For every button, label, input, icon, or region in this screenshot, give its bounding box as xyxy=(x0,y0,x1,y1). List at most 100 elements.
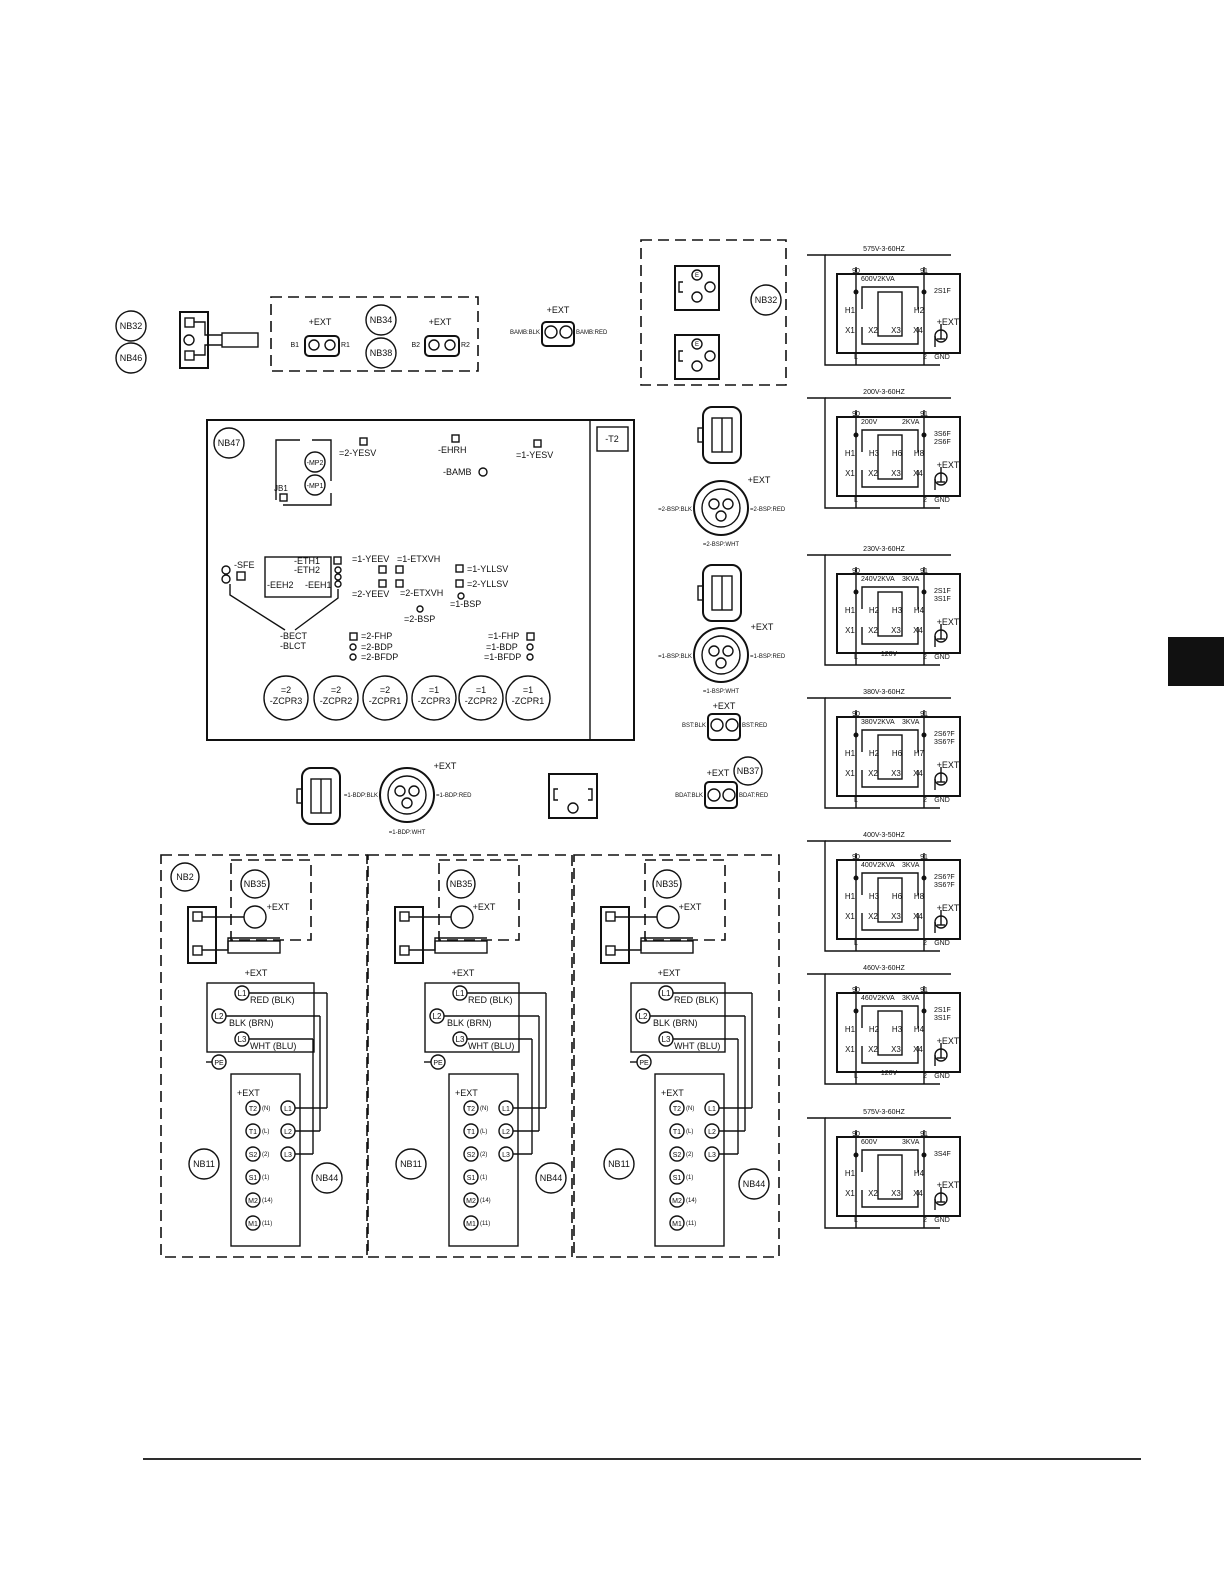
nb34-bubble xyxy=(365,304,397,336)
svg-text:-MP2: -MP2 xyxy=(307,460,324,467)
svg-text:+EXT: +EXT xyxy=(434,761,457,771)
svg-text:+EXT: +EXT xyxy=(245,968,268,978)
transformer-label: X4 xyxy=(913,326,923,335)
svg-text:T1: T1 xyxy=(249,1129,257,1136)
svg-text:NB32: NB32 xyxy=(755,295,778,305)
svg-text:=1-BSP: =1-BSP xyxy=(450,599,481,609)
svg-text:S2: S2 xyxy=(467,1152,476,1159)
transformer-label: H1 xyxy=(845,1025,856,1034)
svg-text:NB2: NB2 xyxy=(176,872,194,882)
compressor-icon xyxy=(458,675,504,721)
transformer-label: 2S6?F xyxy=(934,874,955,881)
transformer-label: H3 xyxy=(892,1025,903,1034)
transformer-label: 90 xyxy=(852,568,860,575)
nb46-label: NB46 xyxy=(120,353,143,363)
svg-text:(1): (1) xyxy=(480,1175,487,1181)
svg-text:NB44: NB44 xyxy=(540,1173,563,1183)
svg-text:=1: =1 xyxy=(476,685,486,695)
transformer-label: 2KVA xyxy=(902,419,920,426)
svg-text:NB35: NB35 xyxy=(656,879,679,889)
svg-text:L3: L3 xyxy=(456,1035,465,1044)
transformer-label: X2 xyxy=(868,769,878,778)
svg-text:+EXT: +EXT xyxy=(429,317,452,327)
svg-text:BAMB:BLK: BAMB:BLK xyxy=(510,330,540,336)
nb32-label: NB32 xyxy=(120,321,143,331)
svg-text:B1: B1 xyxy=(290,342,299,349)
svg-text:L3: L3 xyxy=(502,1152,510,1159)
transformer-label: 2 xyxy=(923,354,927,361)
svg-text:NB44: NB44 xyxy=(316,1173,339,1183)
transformer-label: X4 xyxy=(913,769,923,778)
transformer-label: 2 xyxy=(923,940,927,947)
transformer-label: GND xyxy=(934,497,950,504)
svg-text:(1): (1) xyxy=(262,1175,269,1181)
transformer-label: H2 xyxy=(869,749,880,758)
transformer-label: H4 xyxy=(914,1025,925,1034)
transformer-label: 2S6F xyxy=(934,439,951,446)
transformer-label: +EXT xyxy=(937,317,960,327)
svg-text:+EXT: +EXT xyxy=(713,701,736,711)
transformer-label: H1 xyxy=(845,449,856,458)
svg-text:+EXT: +EXT xyxy=(237,1088,260,1098)
fan-section-2: NB35 +EXT +EXT L1 RED (BLK) L2 BLK (BRN)… xyxy=(367,854,573,1258)
transformer-label: X3 xyxy=(891,326,901,335)
svg-text:-ZCPR3: -ZCPR3 xyxy=(418,696,451,706)
transformer-label: 2 xyxy=(923,1073,927,1080)
svg-text:NB11: NB11 xyxy=(193,1159,215,1169)
svg-text:-EEH1: -EEH1 xyxy=(305,580,332,590)
transformer-label: 200V-3-60HZ xyxy=(863,389,905,396)
svg-text:(N): (N) xyxy=(262,1106,270,1112)
transformer-label: 2S6?F xyxy=(934,731,955,738)
transformer-label: +EXT xyxy=(937,903,960,913)
transformer-label: X1 xyxy=(845,1189,855,1198)
transformer-label: 3KVA xyxy=(902,719,920,726)
transformer-label: H8 xyxy=(914,449,925,458)
middle-right-connectors: +EXT =2-BSP:BLK =2-BSP:RED =2-BSP:WHT +E… xyxy=(658,406,786,809)
transformer-label: 2S1F xyxy=(934,588,951,595)
svg-text:+EXT: +EXT xyxy=(452,968,475,978)
transformer-label: X2 xyxy=(868,1045,878,1054)
transformer-label: 2 xyxy=(923,797,927,804)
top-left-sensor: NB32 NB46 xyxy=(115,310,259,374)
svg-text:L2: L2 xyxy=(502,1129,510,1136)
transformer-label: X1 xyxy=(845,1045,855,1054)
svg-text:+EXT: +EXT xyxy=(748,475,771,485)
svg-text:-ZCPR1: -ZCPR1 xyxy=(369,696,402,706)
svg-text:M2: M2 xyxy=(672,1198,682,1205)
transformer-label: 120V xyxy=(881,1070,898,1077)
transformer-label: X4 xyxy=(913,912,923,921)
svg-text:JB1: JB1 xyxy=(274,484,288,493)
transformer-label: H7 xyxy=(914,749,925,758)
svg-text:=1-BSP:BLK: =1-BSP:BLK xyxy=(658,654,692,660)
ground-icon xyxy=(183,334,195,346)
svg-text:=1-BDP:WHT: =1-BDP:WHT xyxy=(389,830,426,836)
svg-text:L1: L1 xyxy=(662,989,671,998)
svg-text:T1: T1 xyxy=(467,1129,475,1136)
transformer-label: +EXT xyxy=(937,1036,960,1046)
svg-text:RED (BLK): RED (BLK) xyxy=(468,995,513,1005)
svg-text:S1: S1 xyxy=(249,1175,258,1182)
svg-text:+EXT: +EXT xyxy=(658,968,681,978)
transformer-label: H2 xyxy=(869,606,880,615)
svg-text:=1-YEEV: =1-YEEV xyxy=(352,554,389,564)
svg-text:L1: L1 xyxy=(502,1106,510,1113)
svg-text:=2-YESV: =2-YESV xyxy=(339,448,376,458)
transformer-label: H4 xyxy=(914,1169,925,1178)
transformer-label: H1 xyxy=(845,749,856,758)
svg-text:(14): (14) xyxy=(262,1198,273,1204)
svg-text:=1-ETXVH: =1-ETXVH xyxy=(397,554,440,564)
transformer-label: L xyxy=(854,654,858,661)
svg-text:+EXT: +EXT xyxy=(751,622,774,632)
transformer-label: 90 xyxy=(852,268,860,275)
transformer-label: 460V-3-60HZ xyxy=(863,965,905,972)
svg-text:BST:RED: BST:RED xyxy=(742,723,768,729)
nb38-bubble xyxy=(365,337,397,369)
transformer-label: X3 xyxy=(891,769,901,778)
transformer-label: H2 xyxy=(869,1025,880,1034)
svg-text:WHT (BLU): WHT (BLU) xyxy=(468,1041,514,1051)
svg-text:T2: T2 xyxy=(249,1106,257,1113)
svg-text:L2: L2 xyxy=(639,1012,648,1021)
svg-text:+EXT: +EXT xyxy=(267,902,290,912)
svg-text:L1: L1 xyxy=(456,989,465,998)
